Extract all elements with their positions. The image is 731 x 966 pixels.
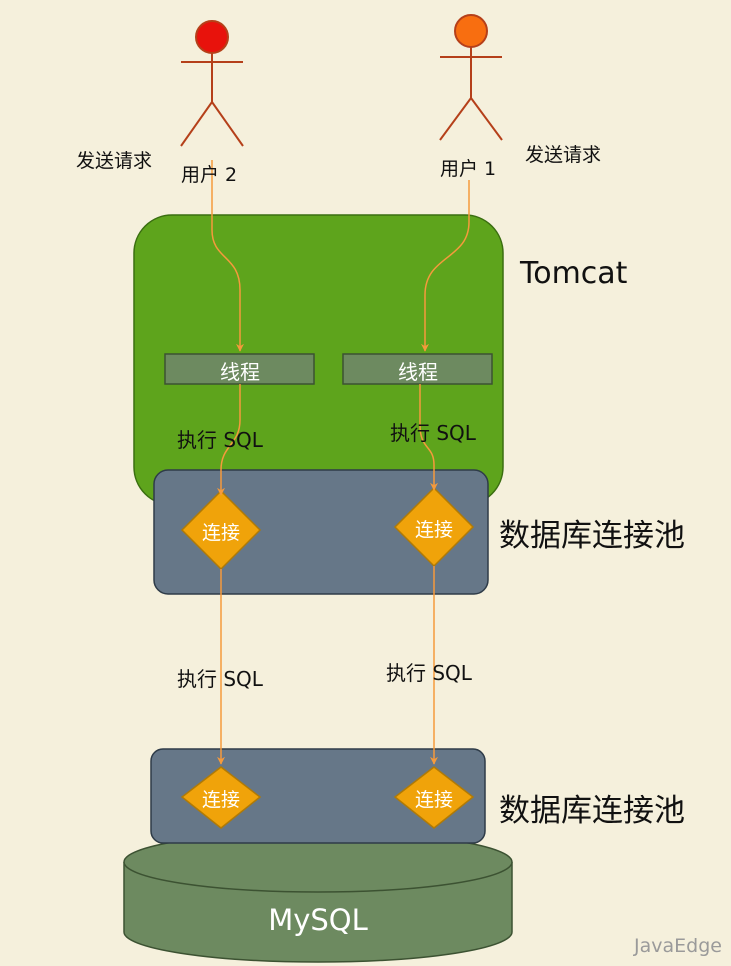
thread-left — [164, 353, 315, 385]
execute-sql-label-3: 执行 SQL — [177, 667, 263, 691]
mysql-label: MySQL — [268, 903, 368, 937]
connection-pool2-right — [393, 766, 475, 829]
execute-sql-label-1: 执行 SQL — [177, 428, 263, 452]
connection-pool-1-label: 数据库连接池 — [499, 518, 685, 554]
user1-actor — [439, 14, 503, 141]
thread-left-label: 线程 — [220, 360, 260, 384]
connection-pool-2 — [150, 748, 486, 844]
user2-action-label: 发送请求 — [76, 150, 153, 172]
arrow-thread-left-to-connection — [217, 384, 241, 496]
user1-head — [454, 14, 488, 48]
connection-pool2-left-label: 连接 — [201, 789, 240, 811]
user2-label: 用户 2 — [181, 164, 238, 186]
arrow-user2-to-thread — [211, 160, 244, 352]
connection-pool1-right-label: 连接 — [414, 519, 453, 541]
connection-pool1-left-label: 连接 — [201, 522, 240, 544]
arrow-thread-right-to-connection — [419, 384, 438, 491]
arrow-user1-to-thread — [421, 180, 470, 352]
tomcat-label: Tomcat — [520, 256, 628, 291]
user2-head — [195, 20, 229, 54]
user1-label: 用户 1 — [440, 158, 497, 180]
user2-actor — [180, 20, 244, 147]
user1-action-label: 发送请求 — [525, 144, 602, 166]
thread-right — [342, 353, 493, 385]
connection-pool-2-label: 数据库连接池 — [499, 793, 685, 829]
mysql-cylinder — [123, 831, 513, 963]
flow-arrows — [211, 160, 470, 765]
connection-pool2-left — [180, 766, 262, 829]
connection-pool-1 — [153, 469, 489, 595]
execute-sql-label-4: 执行 SQL — [386, 661, 472, 685]
thread-right-label: 线程 — [398, 360, 438, 384]
execute-sql-label-2: 执行 SQL — [390, 421, 476, 445]
watermark: JavaEdge — [634, 935, 722, 957]
connection-pool2-right-label: 连接 — [414, 789, 453, 811]
